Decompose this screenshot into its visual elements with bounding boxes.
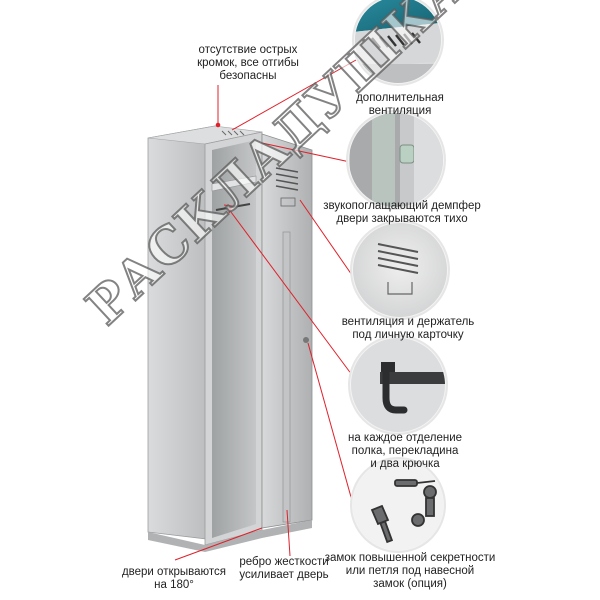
callout-line-lock [307,342,357,516]
label-rib: ребро жесткости усиливает дверь [239,556,329,581]
locker-base [148,520,312,552]
callout-arrow-hooks [223,204,233,214]
detail-circle-card-holder [350,220,450,320]
door-vent-slots [275,167,299,191]
callout-line-door [174,527,263,561]
label-vent-card-holder: вентиляция и держатель под личную карточ… [341,316,475,341]
door-lock [303,337,309,343]
callout-line-card [299,199,355,279]
door-card-holder [280,197,296,207]
label-lock: замок повышенной секретности или петля п… [324,552,496,590]
top-vent-slots [221,130,245,136]
label-no-sharp-edges: отсутствие острых кромок, все отгибы без… [197,44,299,82]
callout-line-rib [286,509,291,557]
door-rib [282,231,291,523]
callout-lines [174,59,357,561]
label-compartment: на каждое отделение полка, перекладина и… [347,432,463,470]
locker-rail [215,203,251,211]
locker-shelf [211,175,257,192]
detail-circle-lock [350,457,446,553]
callout-line-damper [261,142,351,163]
locker [147,125,313,552]
label-door-180: двери открываются на 180° [121,566,227,591]
label-damper: звукопоглащающий демпфер двери закрывают… [323,200,481,225]
locker-interior [212,140,256,538]
callout-line-hooks [227,207,353,376]
callout-line-vent [231,59,357,131]
label-extra-ventilation: дополнительная вентиляция [356,92,444,117]
detail-circle-ventilation [352,0,444,86]
detail-circle-hooks [348,335,448,435]
